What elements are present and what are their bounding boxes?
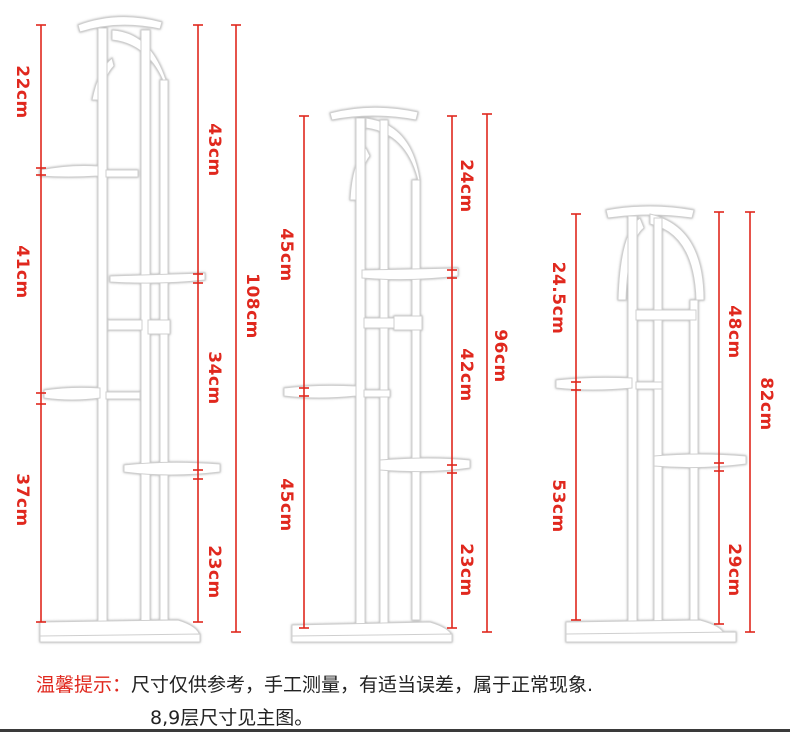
dim-stand1-left-middle: 41cm: [12, 245, 32, 299]
tip-label: 温馨提示：: [36, 674, 132, 696]
stand-four-tier: [555, 205, 747, 643]
stand-six-tier: [39, 16, 221, 643]
dim-stand1-left-bottom: 37cm: [12, 473, 32, 527]
dim-stand3-inner-top: 48cm: [724, 305, 744, 359]
dim-stand1-total: 108cm: [242, 273, 262, 339]
dim-stand3-inner-bottom: 29cm: [724, 543, 744, 597]
dim-stand1-left-top: 22cm: [12, 65, 32, 119]
stand-five-tier: [283, 106, 471, 643]
dim-stand2-total: 96cm: [490, 329, 510, 383]
dim-stand2-left-top: 45cm: [276, 228, 296, 282]
bottom-divider: [0, 729, 790, 732]
dim-stand2-inner-bottom: 23cm: [456, 543, 476, 597]
dim-stand3-total: 82cm: [756, 377, 776, 431]
product-dimension-diagram: 22cm 41cm 37cm 43cm 34cm 23cm 108cm 45cm…: [12, 16, 776, 643]
dim-stand2-inner-top: 24cm: [456, 159, 476, 213]
tip-note-line2: 8,9层尺寸见主图。: [150, 707, 314, 729]
dim-stand2-left-bottom: 45cm: [276, 478, 296, 532]
dim-stand3-left-top: 24.5cm: [548, 261, 568, 335]
dim-stand2-inner-middle: 42cm: [456, 348, 476, 402]
plant-stand-illustrations: [36, 16, 755, 643]
dim-stand1-inner-bottom: 23cm: [204, 545, 224, 599]
tip-note-line1: 温馨提示：尺寸仅供参考，手工测量，有适当误差，属于正常现象.: [36, 670, 593, 697]
dimension-lines: [36, 24, 755, 633]
dim-stand1-inner-middle: 34cm: [204, 351, 224, 405]
dim-stand1-inner-top: 43cm: [204, 123, 224, 177]
tip-text: 尺寸仅供参考，手工测量，有适当误差，属于正常现象.: [131, 674, 594, 696]
dim-stand3-left-bottom: 53cm: [548, 479, 568, 533]
